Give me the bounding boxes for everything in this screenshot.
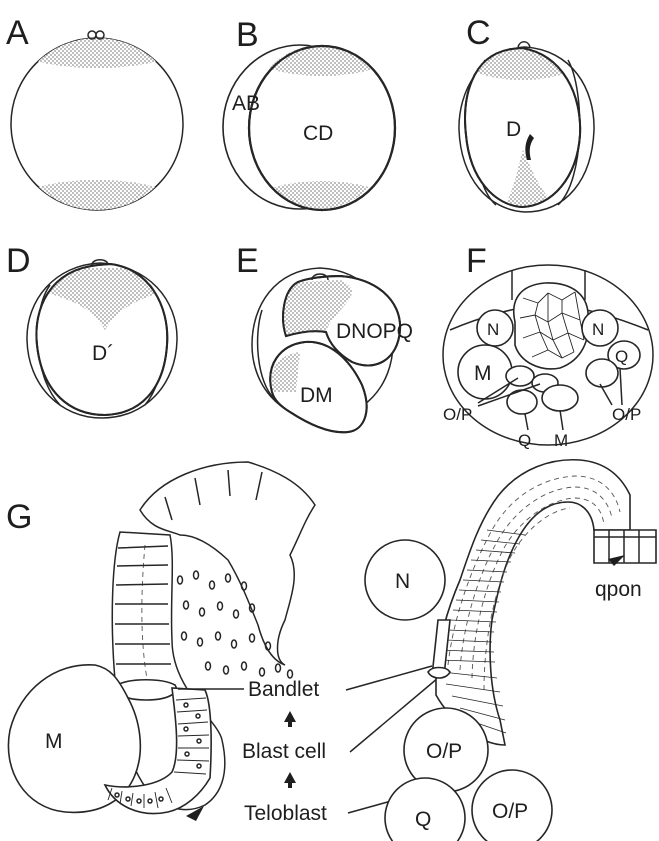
cell-m-right <box>542 385 578 411</box>
panel-letter-e: E <box>236 242 259 280</box>
flap-outline <box>140 462 315 665</box>
panel-letter-b: B <box>236 16 259 54</box>
germ-band-left: M <box>8 462 315 821</box>
segment-lines <box>142 545 152 700</box>
cell-label-n: N <box>592 320 604 339</box>
polar-body <box>518 42 530 47</box>
cell-label-dnopq: DNOPQ <box>336 320 413 343</box>
panel-b: B AB CD <box>223 16 395 229</box>
panel-letter-f: F <box>466 242 487 280</box>
cell-label-q: Q <box>615 347 628 366</box>
stage-label-blast-cell: Blast cell <box>242 740 326 763</box>
cell-label-d: D <box>506 118 521 141</box>
micromere-cap <box>514 283 589 369</box>
bandlet-ring <box>428 668 450 679</box>
panel-letter-d: D <box>6 242 31 280</box>
cell-label-q: Q <box>518 431 531 450</box>
panel-a: A <box>6 14 183 224</box>
germ-band-right: qpon N O/P O/P Q <box>365 460 656 841</box>
cell-label-ab: AB <box>232 92 260 115</box>
cell-label-q: Q <box>415 808 431 831</box>
cell-label-m: M <box>45 730 63 753</box>
cell-label-op: O/P <box>612 405 641 424</box>
panel-letter-g: G <box>6 498 32 536</box>
up-arrow-icon <box>284 711 296 727</box>
panel-e: E DNOPQ DM <box>236 242 413 432</box>
cell-label-op: O/P <box>492 800 528 823</box>
stage-label-bandlet: Bandlet <box>248 678 319 701</box>
band-tip <box>594 530 656 563</box>
cell-label-cd: CD <box>303 122 333 145</box>
cell-label-n: N <box>487 320 499 339</box>
cell-label-n: N <box>395 570 410 593</box>
panel-letter-c: C <box>466 14 491 52</box>
leader-line <box>346 666 432 690</box>
panel-f: F N N M Q O/P Q M O/P <box>443 242 653 450</box>
blast-cell-nuclei <box>178 571 293 678</box>
up-arrow-icon <box>284 772 296 788</box>
leader-line <box>525 414 528 430</box>
band-label-qpon: qpon <box>595 578 642 601</box>
segment-lines <box>165 470 262 520</box>
panel-d: D D´ <box>6 242 177 418</box>
leader-line <box>560 410 563 430</box>
cell-label-dm: DM <box>300 384 333 407</box>
leader-line <box>620 368 622 405</box>
panel-c: C D <box>459 14 594 212</box>
teloplasm-stipple <box>17 28 177 224</box>
cell-label-m: M <box>474 362 492 385</box>
cell-label-op: O/P <box>443 405 472 424</box>
cell-label-d-prime: D´ <box>92 342 114 365</box>
bandlet-bundle-outline <box>436 460 630 745</box>
panel-g: G <box>6 460 656 841</box>
panel-letter-a: A <box>6 14 29 52</box>
cell-op-right <box>586 359 618 387</box>
cell-label-m: M <box>554 431 568 450</box>
stage-label-teloblast: Teloblast <box>244 802 327 825</box>
cell-label-op: O/P <box>426 740 462 763</box>
